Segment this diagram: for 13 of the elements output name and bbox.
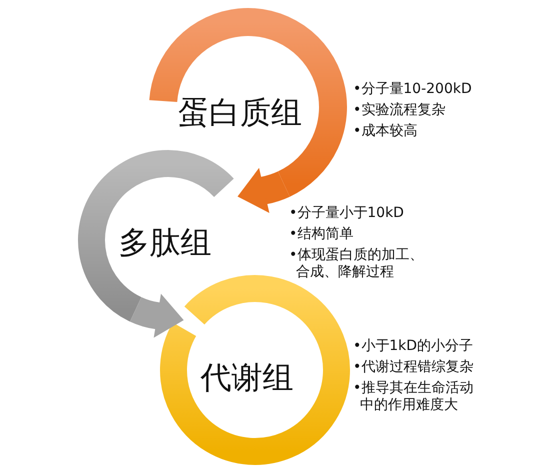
bullet-point: •代谢过程错综复杂 bbox=[353, 359, 474, 376]
ring-label: 代谢组 bbox=[200, 360, 294, 396]
arrow bbox=[130, 294, 186, 338]
bullet-point: •结构简单 bbox=[289, 226, 354, 243]
bullet-point: •分子量10-200kD bbox=[353, 81, 473, 98]
ring-label: 多肽组 bbox=[118, 226, 212, 260]
bullet-point: •实验流程复杂 bbox=[353, 102, 446, 119]
bullet-point: •推导其在生命活动中的作用难度大 bbox=[353, 380, 474, 414]
ring-label: 蛋白质组 bbox=[178, 96, 302, 130]
bullet-point: •成本较高 bbox=[353, 123, 418, 140]
bullet-point: •小于1kD的小分子 bbox=[353, 338, 474, 355]
bullet-point: •体现蛋白质的加工、合成、降解过程 bbox=[289, 247, 424, 281]
bullet-point: •分子量小于10kD bbox=[289, 205, 405, 222]
